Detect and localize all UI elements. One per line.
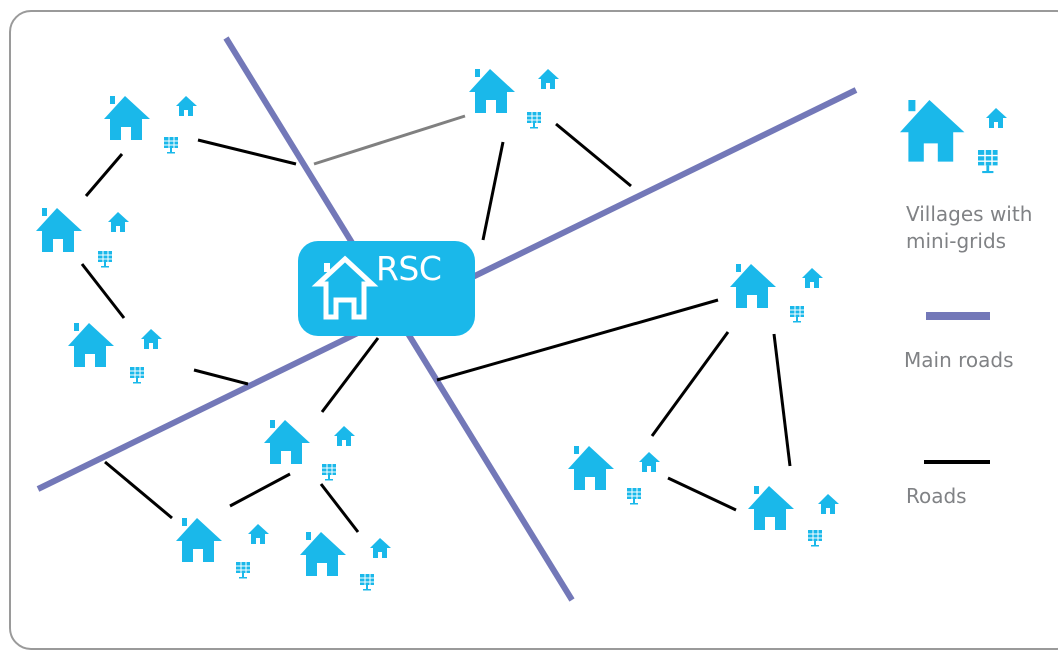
road <box>229 472 291 508</box>
rsc-hub <box>298 241 475 336</box>
road <box>772 333 792 467</box>
road <box>320 337 380 413</box>
village <box>36 208 129 268</box>
village <box>104 96 197 154</box>
village <box>469 69 559 129</box>
road <box>84 153 124 197</box>
village <box>176 518 269 579</box>
grid-line <box>313 114 466 166</box>
road <box>104 460 173 520</box>
village <box>730 264 823 323</box>
village <box>568 446 660 505</box>
legend-roads-label: Roads <box>906 484 967 508</box>
road <box>481 141 505 241</box>
road <box>436 298 719 382</box>
roads <box>80 122 792 533</box>
map-canvas <box>36 36 1007 602</box>
legend-villages-label: Villages with mini-grids <box>906 202 1033 253</box>
legend <box>900 100 1007 464</box>
road <box>667 476 737 512</box>
legend-village-icon <box>900 100 1007 174</box>
road <box>197 138 297 166</box>
road <box>193 368 249 386</box>
rsc-label: RSC <box>376 249 442 288</box>
village <box>68 323 162 384</box>
village <box>748 486 839 547</box>
road <box>555 122 632 188</box>
village <box>264 420 355 481</box>
road <box>650 331 730 437</box>
village <box>300 532 391 591</box>
legend-main-roads-label: Main roads <box>904 348 1014 372</box>
road <box>319 483 360 533</box>
road <box>80 263 126 319</box>
